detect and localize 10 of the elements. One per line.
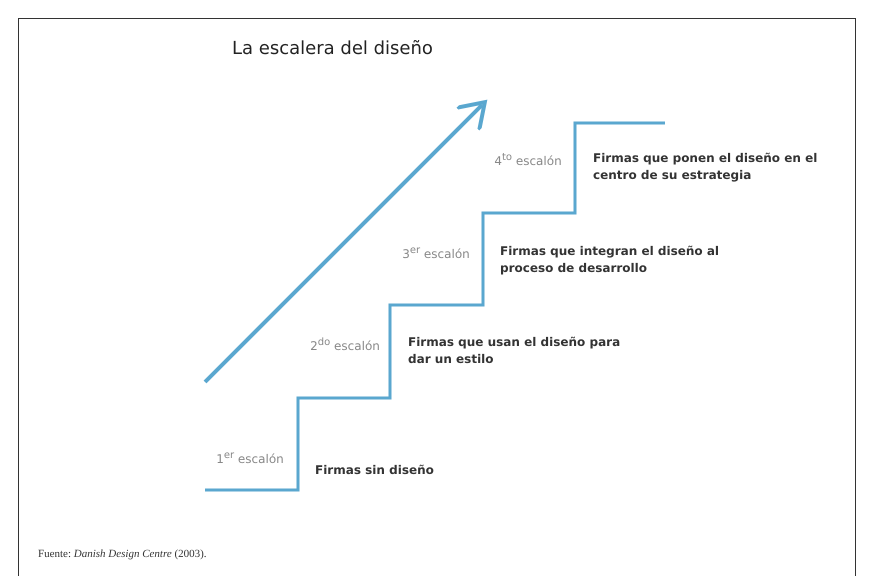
- diagram-title: La escalera del diseño: [232, 38, 433, 59]
- source-caption: Fuente: Danish Design Centre (2003).: [38, 548, 207, 560]
- step-label: 3$^{er}$ escalón: [401, 244, 471, 262]
- step-description: Firmas que usan el diseño para dar un estilo: [408, 334, 622, 368]
- step-description: Firmas sin diseño: [315, 462, 435, 479]
- step-label: 2$^{do}$ escalón: [310, 336, 380, 354]
- step-description: Firmas que integran el diseño al proceso de desarrollo: [500, 243, 720, 277]
- step-label: 4$^{to}$ escalón: [493, 151, 563, 169]
- step-description: Firmas que ponen el diseño en el centro de su estrategia: [593, 150, 818, 184]
- step-label: 1$^{er}$ escalón: [215, 449, 285, 467]
